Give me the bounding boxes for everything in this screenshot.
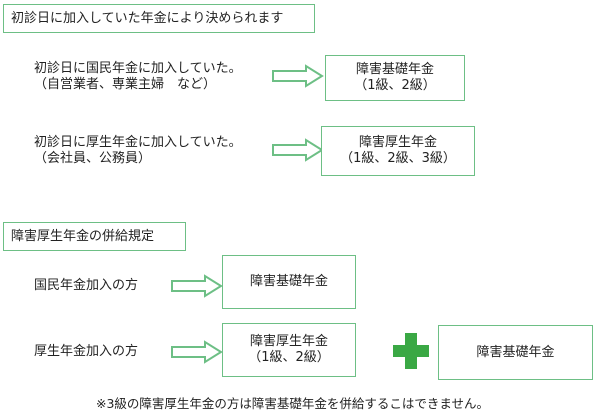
section2-title-box: 障害厚生年金の併給規定 [3, 222, 186, 251]
condition-employee-pension-member: 厚生年金加入の方 [34, 344, 139, 359]
result-line2: （1級、2級） [248, 350, 330, 365]
result-line1: 障害厚生年金 [249, 334, 328, 349]
result-label: 障害基礎年金 [249, 274, 328, 289]
arrow-right-icon [272, 138, 324, 162]
result-basic-disability-pension-only: 障害基礎年金 [222, 255, 356, 309]
arrow-right-icon [171, 274, 223, 298]
condition-line1: 初診日に厚生年金に加入していた。 [34, 135, 242, 150]
result-employee-disability-pension: 障害厚生年金 （1級、2級、3級） [321, 126, 475, 176]
condition-employee-pension: 初診日に厚生年金に加入していた。 （会社員、公務員） [34, 135, 242, 167]
section1-title: 初診日に加入していた年金により決められます [11, 10, 284, 26]
result-line2: （1級、2級） [354, 78, 436, 93]
arrow-right-icon [272, 64, 324, 88]
footnote: ※3級の障害厚生年金の方は障害基礎年金を併給するこはできません。 [96, 396, 490, 411]
result-line1: 障害厚生年金 [358, 135, 437, 150]
result-line1: 障害基礎年金 [355, 62, 434, 77]
condition-national-pension: 初診日に国民年金に加入していた。 （自営業者、専業主婦 など） [34, 61, 242, 93]
result-label: 障害基礎年金 [476, 344, 555, 360]
condition-line1: 初診日に国民年金に加入していた。 [34, 61, 242, 76]
section1-title-box: 初診日に加入していた年金により決められます [3, 4, 315, 33]
arrow-right-icon [171, 340, 223, 364]
condition-national-pension-member: 国民年金加入の方 [34, 278, 139, 293]
plus-icon [393, 333, 429, 369]
result-line2: （1級、2級、3級） [340, 151, 456, 166]
condition-line2: （会社員、公務員） [34, 151, 152, 166]
condition-line2: （自営業者、専業主婦 など） [34, 77, 217, 92]
section2-title: 障害厚生年金の併給規定 [11, 228, 155, 244]
result-plus-basic-disability-pension: 障害基礎年金 [438, 325, 593, 380]
result-basic-disability-pension: 障害基礎年金 （1級、2級） [325, 55, 465, 101]
result-employee-disability-pension-grades: 障害厚生年金 （1級、2級） [222, 323, 356, 377]
